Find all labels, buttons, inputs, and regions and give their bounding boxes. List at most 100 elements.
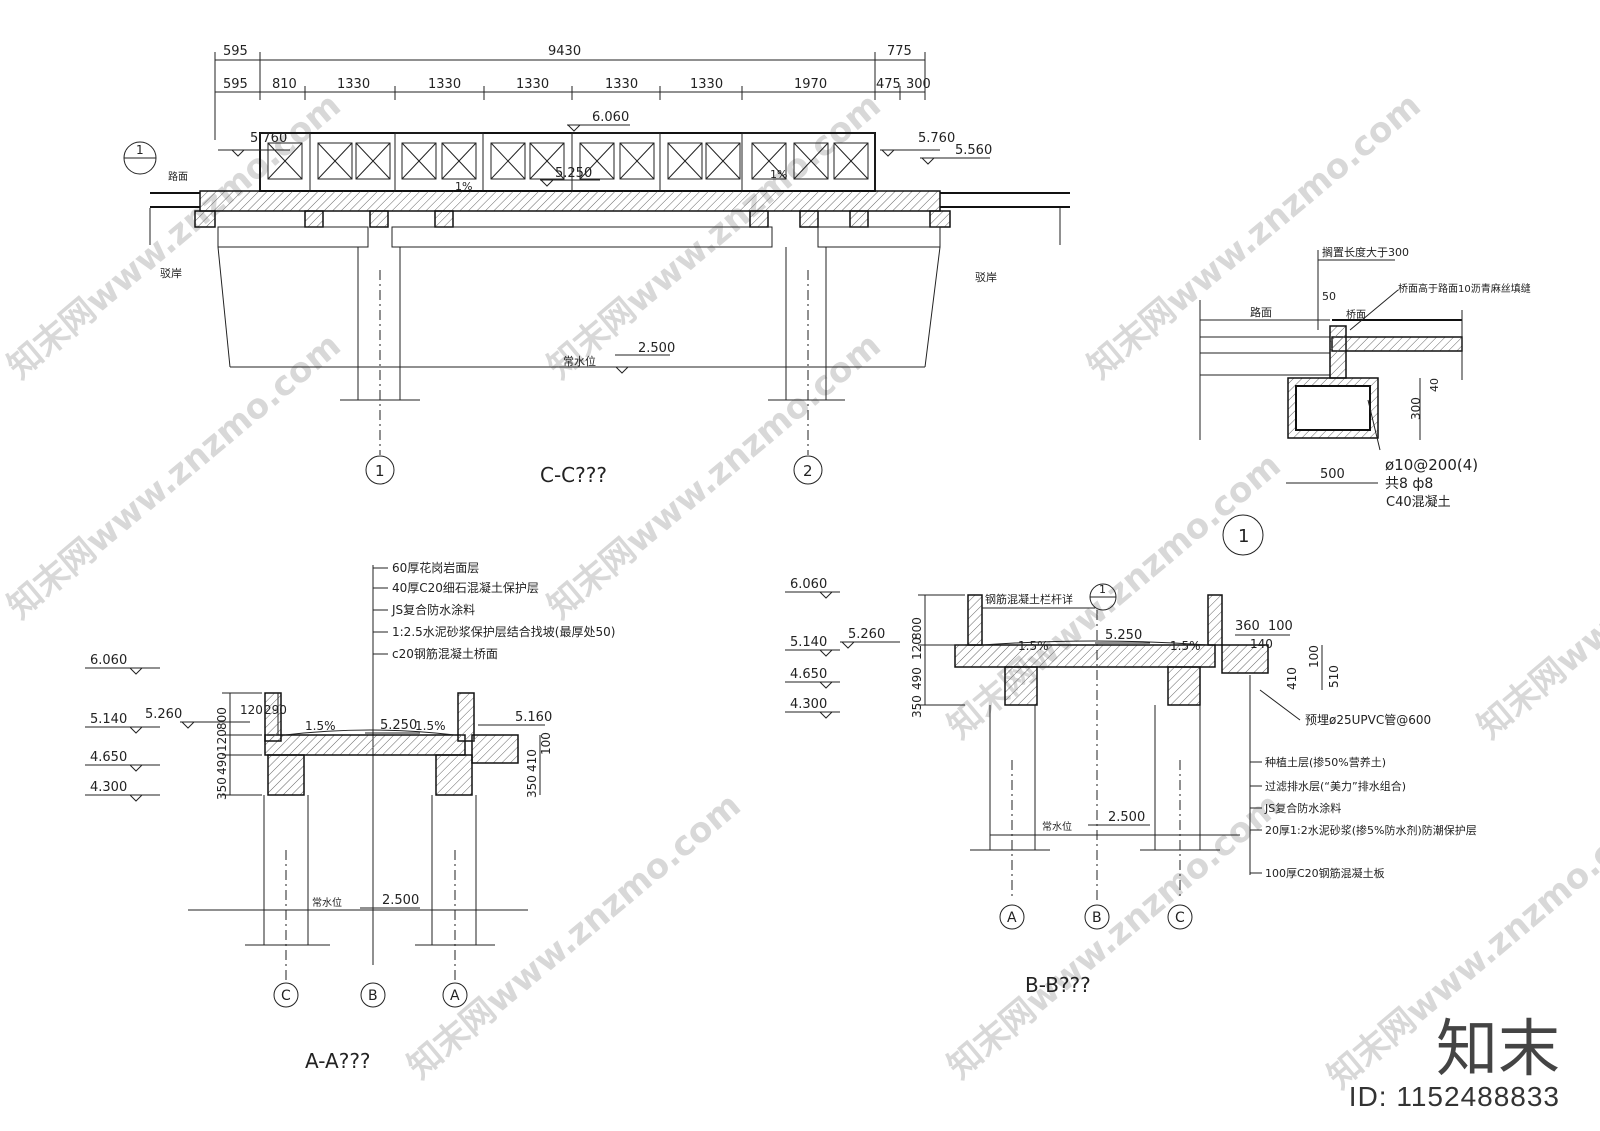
layer-label: 60厚花岗岩面层: [392, 560, 479, 575]
section-aa: 60厚花岗岩面层 40厚C20细石混凝土保护层 JS复合防水涂料 1:2.5水泥…: [85, 560, 615, 1073]
level-marks: [218, 124, 990, 374]
aa-level-marks: [85, 667, 545, 909]
axis-label: A: [450, 988, 460, 1004]
dim-text: 800: [215, 707, 229, 730]
dim-text: 350: [215, 777, 229, 800]
dim-text: 300: [906, 77, 931, 92]
layer-label: JS复合防水涂料: [391, 602, 475, 617]
level-text: 4.650: [90, 750, 127, 765]
section-bb: 钢筋混凝土栏杆详 1 800 120 490 350 360 100 140 4…: [785, 577, 1477, 997]
dim-text: 1330: [337, 77, 370, 92]
dim-text: 9430: [548, 44, 581, 59]
detail-note: 搁置长度大于300: [1322, 245, 1409, 259]
abutment-label: 驳岸: [160, 267, 182, 280]
layer-label: c20钢筋混凝土桥面: [392, 646, 498, 661]
road-label: 路面: [168, 170, 188, 183]
dim-text: 120: [910, 637, 924, 660]
axis-bubble: [365, 455, 395, 485]
water-level-label: 常水位: [1042, 820, 1072, 833]
watermark-text: 知末网www.znzmo.com: [0, 325, 349, 627]
bb-note: 预埋ø25UPVC管@600: [1305, 712, 1431, 727]
axis-bubble: [793, 455, 823, 485]
aa-slab: [264, 734, 466, 756]
section-title-aa: A-A???: [305, 1049, 371, 1073]
dim-text: 1330: [428, 77, 461, 92]
dim-text: 300: [1409, 397, 1423, 420]
dim-text: 510: [1327, 665, 1341, 688]
dim-text: 120: [215, 729, 229, 752]
level-text: 5.160: [515, 710, 552, 725]
dim-text: 350: [910, 695, 924, 718]
level-text: 6.060: [790, 577, 827, 592]
axis-label: B: [1092, 910, 1102, 926]
level-text: 4.300: [90, 780, 127, 795]
level-text: 5.760: [250, 131, 287, 146]
dim-text: 350: [525, 775, 539, 798]
axis-bubble: [1167, 904, 1193, 930]
dim-text: 490: [910, 667, 924, 690]
bb-level-marks: [785, 591, 1150, 826]
dim-ticks: [214, 52, 926, 140]
dim-text: 410: [1285, 667, 1299, 690]
slope-label: 1%: [455, 180, 472, 193]
aa-beam: [267, 754, 305, 796]
level-text: 2.500: [638, 341, 675, 356]
dim-text: 100: [539, 732, 553, 755]
level-text: 5.140: [90, 712, 127, 727]
bb-slab: [954, 644, 1216, 668]
dim-text: 500: [1320, 467, 1345, 482]
dim-text: 810: [272, 77, 297, 92]
dim-text: 290: [264, 703, 287, 717]
axis-label: 1: [375, 462, 385, 480]
dim-text: 100: [1307, 645, 1321, 668]
detail-bubble: [1222, 514, 1264, 556]
detail-edge: [1329, 325, 1347, 379]
railing: [259, 132, 876, 192]
level-text: 5.560: [955, 143, 992, 158]
level-text: 5.260: [145, 707, 182, 722]
level-text: 5.250: [1105, 628, 1142, 643]
level-text: 4.650: [790, 667, 827, 682]
section-cc: 595 9430 775 595 810 1330 1330 1330 1330…: [123, 44, 1070, 487]
detail-number: 1: [1238, 526, 1249, 547]
dim-text: 595: [223, 77, 248, 92]
bb-dim-lines: [918, 594, 1323, 706]
dim-text: 1970: [794, 77, 827, 92]
section-title-cc: C-C???: [540, 463, 607, 487]
watermark-text: 知末网www.znzmo.com: [400, 785, 749, 1087]
layer-label: 过滤排水层(“美力”排水组合): [1265, 779, 1406, 793]
axis-label: C: [281, 988, 291, 1004]
watermark-id: ID: 1152488833: [1348, 1081, 1560, 1112]
dim-text: 50: [1322, 290, 1336, 303]
level-text: 4.300: [790, 697, 827, 712]
slope-label: 1.5%: [415, 719, 446, 733]
dim-text: 40: [1428, 378, 1441, 392]
level-text: 5.760: [918, 131, 955, 146]
level-text: 5.250: [555, 166, 592, 181]
section-title-bb: B-B???: [1025, 973, 1091, 997]
dim-text: 120: [240, 703, 263, 717]
axis-bubble: [273, 982, 299, 1008]
layer-label: 20厚1:2水泥砂浆(掺5%防水剂)防潮保护层: [1265, 823, 1477, 837]
callout-number: 1: [136, 143, 144, 157]
watermark-text: 知末网www.znzmo.com: [0, 85, 349, 387]
axis-label: A: [1007, 910, 1017, 926]
bb-piers: [970, 705, 1240, 851]
detail-note: 桥面高于路面10沥青麻丝填缝: [1398, 282, 1531, 295]
level-text: 5.140: [790, 635, 827, 650]
deck-beams: [194, 210, 951, 228]
dim-text: 475: [876, 77, 901, 92]
bb-beam: [1167, 666, 1201, 706]
bb-planter: [1221, 644, 1269, 674]
slope-label: 1.5%: [1018, 639, 1049, 653]
layer-label: 40厚C20细石混凝土保护层: [392, 580, 539, 595]
dim-text: 100: [1268, 619, 1293, 634]
bridge-face-label: 桥面: [1346, 309, 1366, 321]
detail-1: 搁置长度大于300 桥面高于路面10沥青麻丝填缝 路面 桥面 50 40 300…: [1199, 245, 1531, 556]
axis-bubble: [1084, 904, 1110, 930]
bridge-deck: [199, 190, 941, 212]
bb-layer-leaders: [1250, 761, 1262, 874]
bb-note: 钢筋混凝土栏杆详: [985, 592, 1073, 606]
axis-bubble: [999, 904, 1025, 930]
